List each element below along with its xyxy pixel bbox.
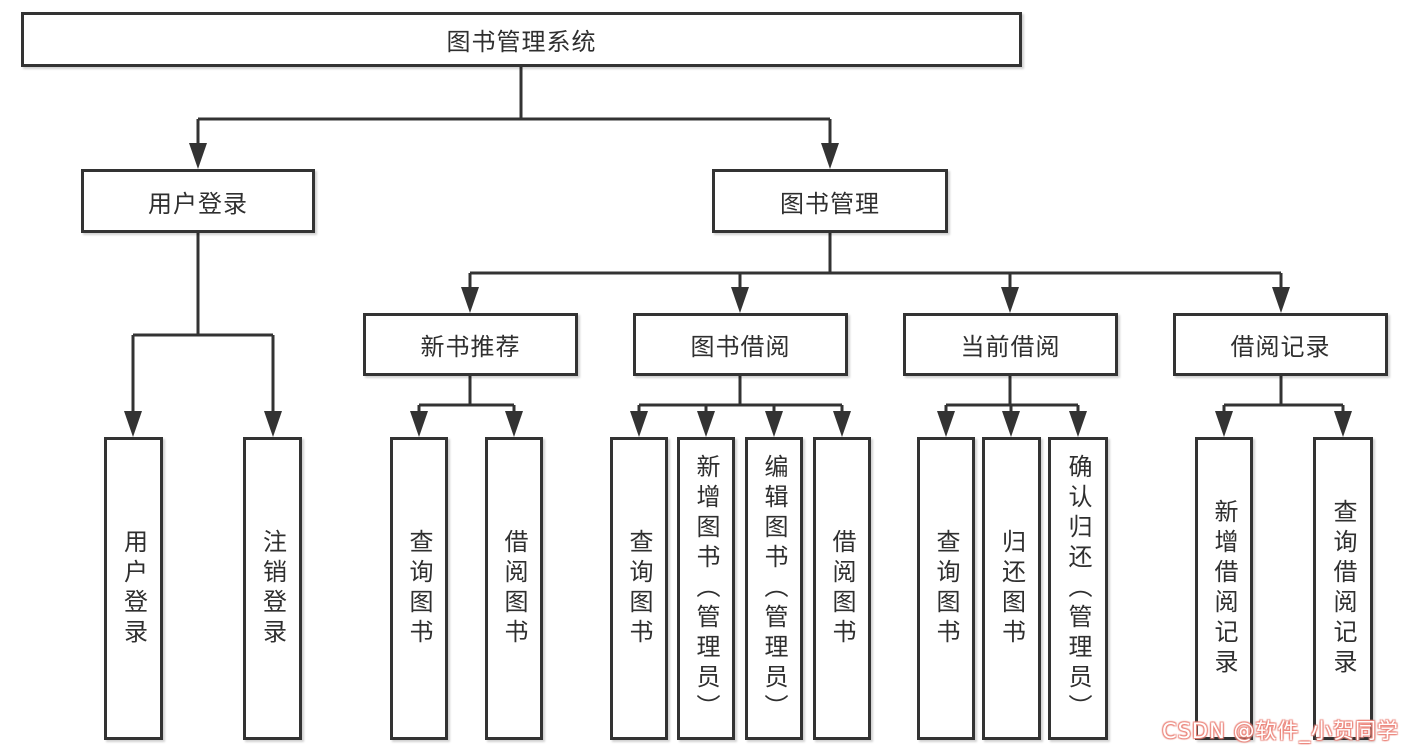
leaf-query-book-borrow: 查询图书 [610,437,668,740]
node-library-management-system: 图书管理系统 [21,12,1022,67]
leaf-edit-book-admin: 编辑图书（管理员） [745,437,803,740]
leaf-return-book: 归还图书 [982,437,1041,740]
node-label: 用户登录 [148,189,248,218]
leaf-query-book-recommend: 查询图书 [390,437,448,740]
node-label: 查询图书 [932,528,960,649]
connector-paths [131,65,1345,432]
leaf-confirm-return-admin: 确认归还（管理员） [1048,437,1108,740]
node-label: 借阅图书 [500,528,528,649]
node-label: 新书推荐 [420,333,521,361]
node-label: 归还图书 [997,528,1026,649]
leaf-borrow-book-recommend: 借阅图书 [485,437,543,740]
node-book-management: 图书管理 [712,169,948,233]
node-label: 编辑图书（管理员） [760,453,788,724]
leaf-add-borrow-record: 新增借阅记录 [1195,437,1253,740]
node-new-book-recommend: 新书推荐 [363,313,578,376]
node-label: 借阅图书 [828,528,856,649]
leaf-user-login: 用户登录 [104,437,163,740]
node-label: 借阅记录 [1230,333,1331,361]
watermark-text: CSDN @软件_小贺同学 [1161,719,1399,743]
node-borrowing-records: 借阅记录 [1173,313,1388,376]
node-label: 查询图书 [625,528,653,649]
node-label: 查询图书 [405,528,433,649]
node-label: 新增借阅记录 [1210,498,1238,679]
leaf-add-book-admin: 新增图书（管理员） [677,437,735,740]
node-label: 图书借阅 [690,333,791,361]
node-book-borrowing: 图书借阅 [633,313,848,376]
leaf-query-borrow-record: 查询借阅记录 [1313,437,1373,740]
leaf-query-book-current: 查询图书 [917,437,975,740]
node-label: 当前借阅 [960,333,1061,361]
node-current-borrowing: 当前借阅 [903,313,1118,376]
node-label: 图书管理 [780,189,880,218]
node-label: 查询借阅记录 [1329,498,1357,679]
node-label: 图书管理系统 [446,28,597,56]
node-user-login: 用户登录 [81,169,315,233]
leaf-logout: 注销登录 [243,437,302,740]
node-label: 注销登录 [258,528,287,649]
leaf-borrow-book: 借阅图书 [813,437,871,740]
node-label: 确认归还（管理员） [1064,453,1092,724]
node-label: 用户登录 [119,528,148,649]
node-label: 新增图书（管理员） [692,453,720,724]
